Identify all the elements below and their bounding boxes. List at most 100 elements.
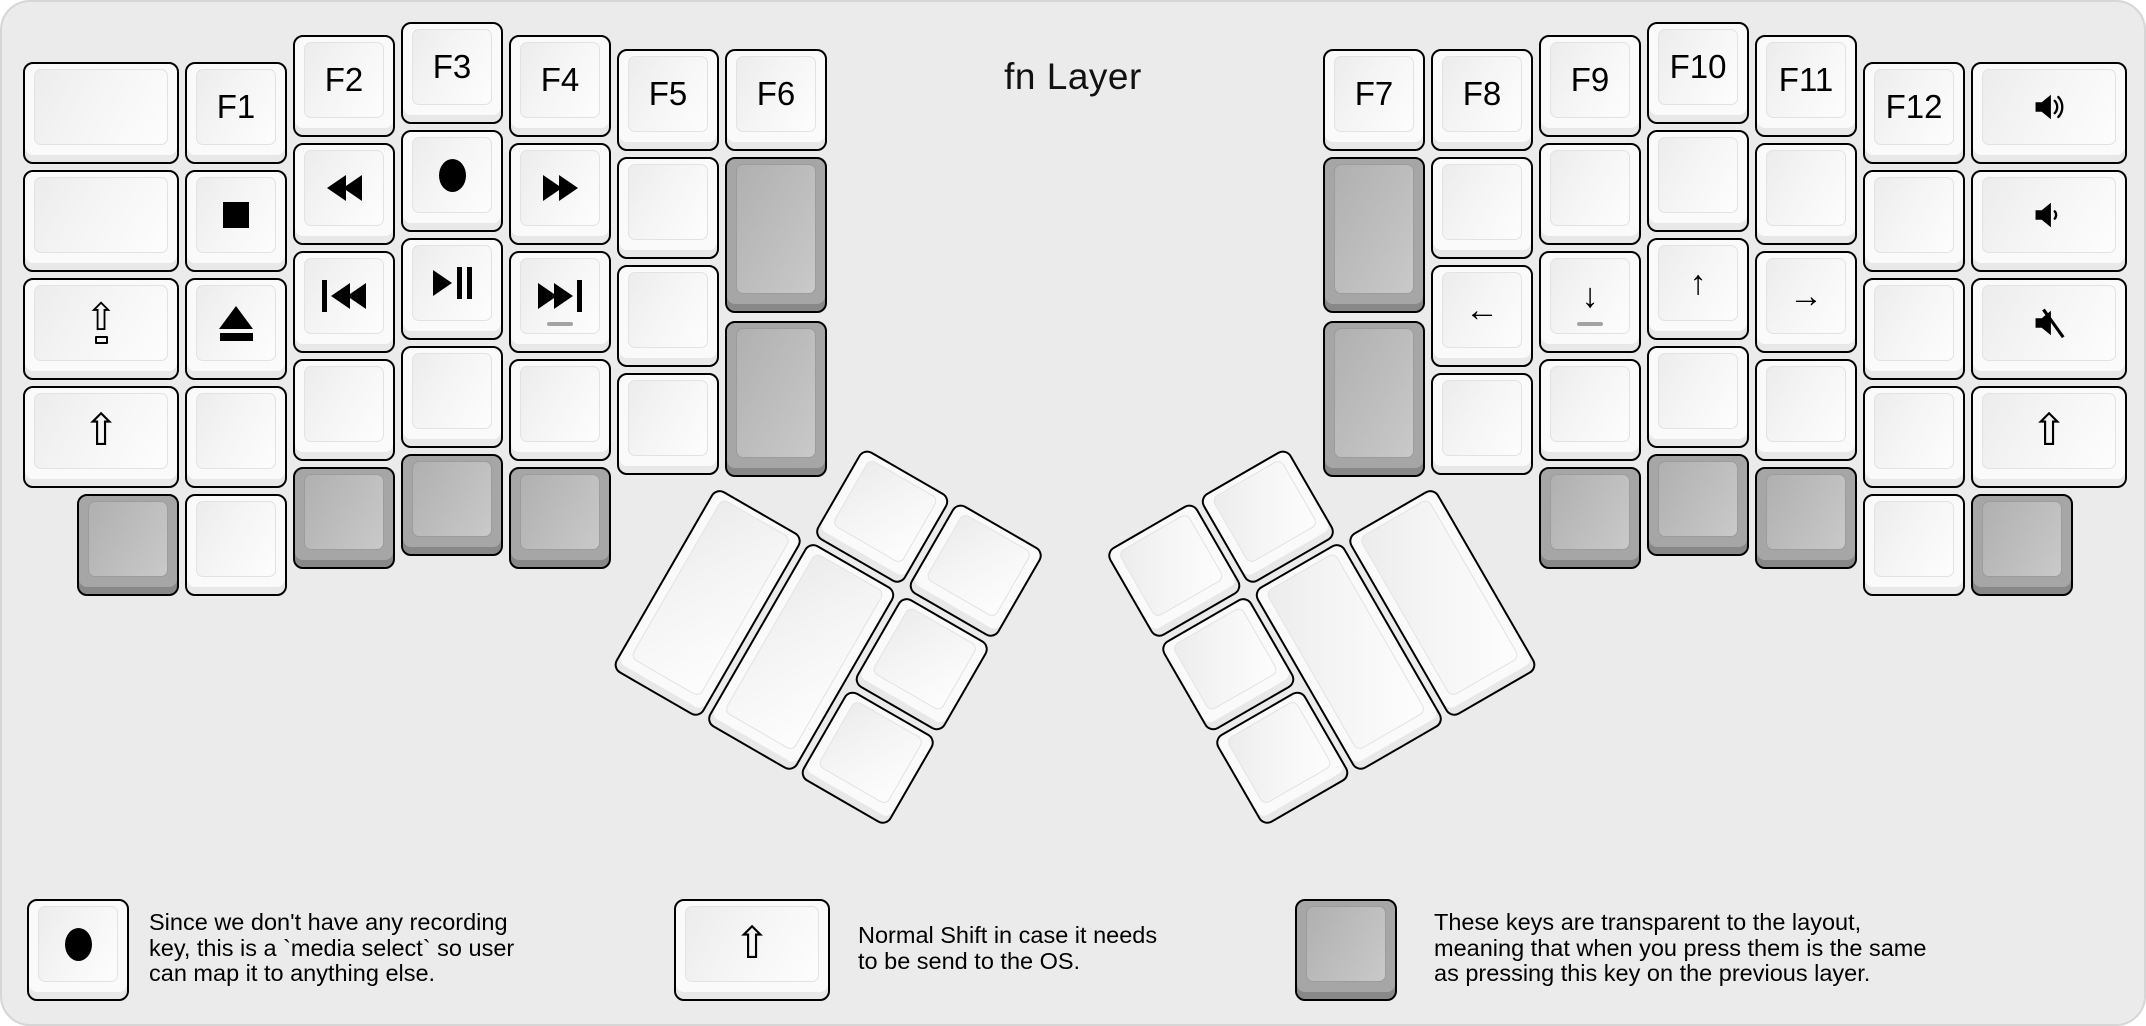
key-label: F7	[1354, 75, 1394, 112]
key-volume-down[interactable]	[1971, 170, 2127, 272]
legend-key-transparent[interactable]	[1295, 899, 1397, 1001]
keycap-face	[628, 272, 708, 348]
key-transparent[interactable]	[1539, 467, 1641, 569]
keycap-face: F1	[196, 69, 276, 145]
key-transparent[interactable]	[509, 467, 611, 569]
key-arrow-up[interactable]: ↑	[1647, 238, 1749, 340]
key-transparent[interactable]	[1971, 494, 2073, 596]
key-label: F2	[324, 61, 364, 98]
key-f7[interactable]: F7	[1323, 49, 1425, 151]
key-f4[interactable]: F4	[509, 35, 611, 137]
key-record[interactable]	[401, 130, 503, 232]
up-arrow-icon: ↑	[1689, 264, 1707, 302]
key-blank[interactable]	[1431, 157, 1533, 259]
key-fast-forward[interactable]	[509, 143, 611, 245]
key-blank[interactable]	[293, 359, 395, 461]
layer-title: fn Layer	[1004, 56, 1142, 97]
keycap-face: F11	[1766, 42, 1846, 118]
key-blank[interactable]	[1755, 359, 1857, 461]
key-transparent[interactable]	[725, 321, 827, 477]
keycap-face	[1550, 366, 1630, 442]
key-blank[interactable]	[617, 373, 719, 475]
key-transparent[interactable]	[1323, 157, 1425, 313]
key-blank[interactable]	[401, 346, 503, 448]
keycap-face: F9	[1550, 42, 1630, 118]
keycap-face: F7	[1334, 56, 1414, 132]
keycap-face	[1982, 285, 2116, 361]
keycap-face	[196, 285, 276, 361]
keycap-face	[1874, 501, 1954, 577]
keycap-face	[1874, 285, 1954, 361]
legend-key-record[interactable]	[27, 899, 129, 1001]
key-transparent[interactable]	[1647, 454, 1749, 556]
key-f12[interactable]: F12	[1863, 62, 1965, 164]
keycap-face	[196, 177, 276, 253]
legend-key-shift[interactable]: ⇧	[674, 899, 830, 1001]
volume-up-icon	[2030, 88, 2068, 126]
key-f2[interactable]: F2	[293, 35, 395, 137]
key-blank[interactable]	[1863, 494, 1965, 596]
keycap-face: ↑	[1658, 245, 1738, 321]
key-blank[interactable]	[617, 157, 719, 259]
key-eject[interactable]	[185, 278, 287, 380]
key-arrow-left[interactable]: ←	[1431, 265, 1533, 367]
key-blank[interactable]	[1539, 359, 1641, 461]
key-blank[interactable]	[1863, 170, 1965, 272]
key-prev-track[interactable]	[293, 251, 395, 353]
key-f11[interactable]: F11	[1755, 35, 1857, 137]
key-mute[interactable]	[1971, 278, 2127, 380]
key-blank[interactable]	[509, 359, 611, 461]
key-blank[interactable]	[1431, 373, 1533, 475]
key-blank[interactable]	[23, 62, 179, 164]
key-next-track[interactable]	[509, 251, 611, 353]
key-f9[interactable]: F9	[1539, 35, 1641, 137]
key-shift-left[interactable]: ⇧	[23, 386, 179, 488]
keycap-face	[304, 366, 384, 442]
key-blank[interactable]	[1647, 346, 1749, 448]
key-blank[interactable]	[23, 170, 179, 272]
key-blank[interactable]	[1863, 386, 1965, 488]
key-transparent[interactable]	[1323, 321, 1425, 477]
key-f1[interactable]: F1	[185, 62, 287, 164]
key-play-pause[interactable]	[401, 238, 503, 340]
key-f6[interactable]: F6	[725, 49, 827, 151]
key-f3[interactable]: F3	[401, 22, 503, 124]
key-transparent[interactable]	[401, 454, 503, 556]
key-arrow-down[interactable]: ↓	[1539, 251, 1641, 353]
key-stop[interactable]	[185, 170, 287, 272]
key-caps-lock[interactable]: ⇧	[23, 278, 179, 380]
key-volume-up[interactable]	[1971, 62, 2127, 164]
key-blank[interactable]	[1755, 143, 1857, 245]
key-blank[interactable]	[1863, 278, 1965, 380]
keycap-face	[1442, 380, 1522, 456]
key-shift-right[interactable]: ⇧	[1971, 386, 2127, 488]
key-f10[interactable]: F10	[1647, 22, 1749, 124]
keycap-face: F4	[520, 42, 600, 118]
keycap-face: F2	[304, 42, 384, 118]
key-transparent[interactable]	[77, 494, 179, 596]
keycap-face	[1766, 474, 1846, 550]
keycap-face	[520, 258, 600, 334]
keycap-face: ⇧	[685, 906, 819, 982]
key-label: F4	[540, 61, 580, 98]
key-f5[interactable]: F5	[617, 49, 719, 151]
key-blank[interactable]	[1539, 143, 1641, 245]
key-transparent[interactable]	[725, 157, 827, 313]
rewind-icon	[326, 175, 362, 201]
key-arrow-right[interactable]: →	[1755, 251, 1857, 353]
key-transparent[interactable]	[293, 467, 395, 569]
key-blank[interactable]	[617, 265, 719, 367]
key-label: F8	[1462, 75, 1502, 112]
key-blank[interactable]	[1647, 130, 1749, 232]
legend-text-transparent: These keys are transparent to the layout…	[1434, 909, 1927, 986]
key-transparent[interactable]	[1755, 467, 1857, 569]
key-blank[interactable]	[185, 494, 287, 596]
keycap-face	[628, 380, 708, 456]
key-label: F10	[1669, 48, 1727, 85]
key-f8[interactable]: F8	[1431, 49, 1533, 151]
keycap-face	[34, 177, 168, 253]
key-rewind[interactable]	[293, 143, 395, 245]
keycap-face	[304, 258, 384, 334]
key-blank[interactable]	[185, 386, 287, 488]
eject-icon	[219, 305, 253, 341]
